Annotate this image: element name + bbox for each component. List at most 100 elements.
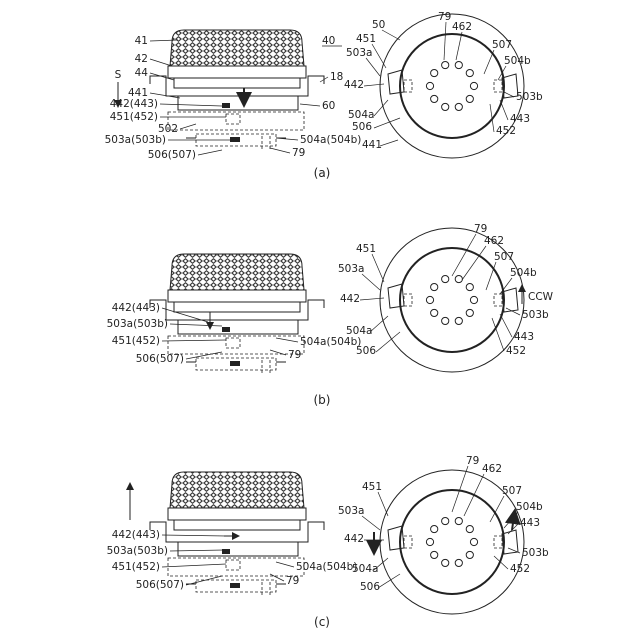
detent-ball — [222, 103, 230, 108]
reference-label: 504a — [352, 563, 378, 575]
reference-label: 451 — [356, 33, 376, 45]
reference-label: 503a — [346, 47, 372, 59]
reference-label: 452 — [506, 345, 526, 357]
reference-label: 462 — [452, 21, 472, 33]
subframe-dashed — [168, 112, 304, 130]
reference-label: 506(507) — [148, 149, 196, 161]
reference-label: 504b — [504, 55, 531, 67]
leader-line — [276, 562, 294, 567]
reference-label: 79 — [292, 147, 305, 159]
reference-label: 60 — [322, 100, 335, 112]
housing-outline — [150, 522, 324, 542]
reference-label: 503a(503b) — [105, 134, 166, 146]
leader-line — [444, 22, 446, 60]
left-dashed-stop — [404, 80, 412, 92]
reference-label: 451(452) — [110, 111, 158, 123]
reference-label: 442(443) — [112, 302, 160, 314]
panel-caption: (a) — [314, 166, 331, 180]
reference-label: 504a — [348, 109, 374, 121]
leader-line — [364, 84, 384, 86]
leader-line — [452, 466, 468, 512]
rotor-body — [178, 542, 298, 556]
pin-hole — [426, 82, 433, 89]
figure-panels: (a)414042S4418441442(443)60451(452)50250… — [105, 11, 554, 629]
reference-label: 451 — [362, 481, 382, 493]
leader-line — [504, 92, 514, 97]
panel-b: (b)442(443)503a(503b)504a(504b)451(452)7… — [107, 223, 554, 407]
reference-label: 503a(503b) — [107, 318, 168, 330]
pin-hole — [455, 517, 462, 524]
reference-label: 441 — [362, 139, 382, 151]
leader-line — [378, 492, 388, 516]
leader-line — [462, 246, 486, 280]
reference-label: 452 — [510, 563, 530, 575]
reference-label: 504a(504b) — [300, 134, 361, 146]
leader-line — [382, 30, 400, 40]
pin-hole — [431, 283, 438, 290]
reference-label: 50 — [372, 19, 385, 31]
right-dashed-stop — [494, 80, 502, 92]
reference-label: 442 — [344, 79, 364, 91]
leader-line — [500, 100, 508, 120]
reference-label: 79 — [286, 575, 299, 587]
detent-ball — [222, 327, 230, 332]
inner-dial-ring — [400, 34, 504, 138]
reference-label: 506 — [360, 581, 380, 593]
pin-hole — [442, 103, 449, 110]
pin-hole — [431, 69, 438, 76]
inner-dial-ring — [400, 490, 504, 594]
rotor-body — [178, 320, 298, 334]
pin-hole — [431, 525, 438, 532]
reference-label: S — [115, 69, 122, 81]
leader-line — [456, 32, 462, 60]
pin-hole — [455, 317, 462, 324]
inner-dial-ring — [400, 248, 504, 352]
reference-label: 41 — [135, 35, 148, 47]
leader-line — [464, 474, 484, 516]
reference-label: 452 — [496, 125, 516, 137]
reference-label: 462 — [482, 463, 502, 475]
pin-hole — [455, 103, 462, 110]
cap-ring — [168, 290, 306, 302]
leader-line — [276, 138, 298, 140]
pin-hole — [426, 538, 433, 545]
pin-hole — [470, 296, 477, 303]
reference-label: 79 — [438, 11, 451, 23]
pin-hole — [431, 95, 438, 102]
knurled-cap — [170, 254, 304, 290]
leader-line — [162, 564, 226, 567]
leader-line — [380, 140, 398, 146]
reference-label: 504a(504b) — [300, 336, 361, 348]
leader-line — [180, 124, 196, 129]
cam-dashed — [226, 338, 240, 348]
leader-line — [276, 338, 298, 342]
panel-c: (c)442(443)503a(503b)451(452)504a(504b)5… — [107, 455, 549, 629]
leader-line — [366, 58, 380, 76]
inner-shell — [174, 302, 300, 312]
pin-hole — [431, 309, 438, 316]
cam-dashed — [226, 114, 240, 124]
reference-label: 443 — [514, 331, 534, 343]
leader-line — [504, 512, 518, 528]
reference-label: 40 — [322, 35, 335, 47]
reference-label: 507 — [494, 251, 514, 263]
cap-ring — [168, 508, 306, 520]
leader-line — [452, 234, 476, 276]
reference-label: 503a — [338, 505, 364, 517]
pin-hole — [455, 61, 462, 68]
panel-caption: (c) — [314, 615, 330, 629]
reference-label: 506 — [352, 121, 372, 133]
pin-hole — [455, 559, 462, 566]
contact-block — [230, 361, 240, 366]
reference-label: 504b — [516, 501, 543, 513]
inner-shell — [174, 520, 300, 530]
pin-hole — [442, 275, 449, 282]
panel-caption: (b) — [314, 393, 331, 407]
cam-dashed — [226, 560, 240, 570]
reference-label: 504a(504b) — [296, 561, 357, 573]
reference-label: 442(443) — [110, 98, 158, 110]
reference-label: 503a(503b) — [107, 545, 168, 557]
reference-label: 503b — [522, 547, 549, 559]
leader-line — [362, 516, 380, 530]
